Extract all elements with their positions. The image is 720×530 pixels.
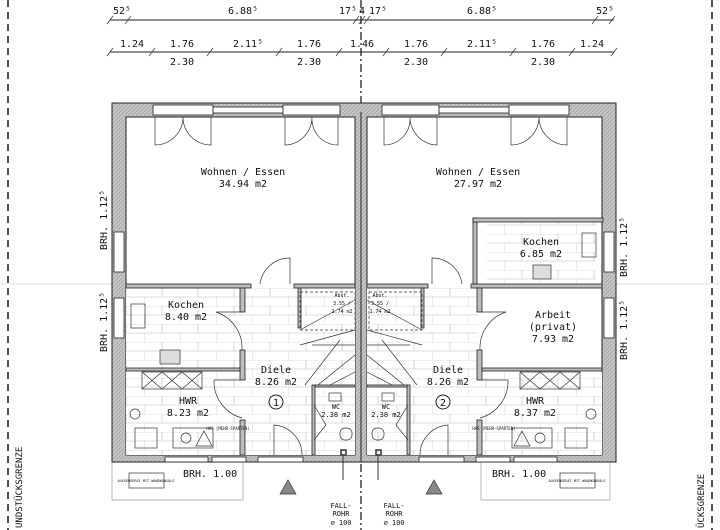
room-name: WC <box>332 403 340 411</box>
room-area: 34.94 m2 <box>219 179 267 190</box>
downpipe-label: ROHR <box>386 510 404 518</box>
dim-label: 1.24 <box>120 39 144 50</box>
unit-number-circle <box>268 394 284 410</box>
window-sill-height: BRH. 1.12⁵ <box>99 292 110 352</box>
downpipe-label: FALL- <box>330 502 351 510</box>
room-name: Wohnen / Essen <box>436 167 520 178</box>
dim-label: 1.76 <box>531 39 555 50</box>
dim-label: 1.24 <box>580 39 604 50</box>
room-area: 2.38 m2 <box>371 411 401 419</box>
room-sub: (privat) <box>529 322 577 333</box>
room-area: 7.93 m2 <box>532 334 574 345</box>
dim-label: 2.30 <box>404 57 428 68</box>
room-name: Kochen <box>168 300 204 311</box>
dim-label: 2.30 <box>170 57 194 68</box>
room-area: 1.74 m2 <box>369 309 390 315</box>
window-sill-height: BRH. 1.12⁵ <box>99 190 110 250</box>
room-area: 8.23 m2 <box>167 408 209 419</box>
dim-label: 4 <box>359 6 365 17</box>
room-name: Abst. <box>372 293 387 299</box>
outdoor-unit-label: AUSSENGERÄT MIT WANDKONSOLE <box>549 478 606 483</box>
room-area: 3.55 / <box>333 301 351 307</box>
dimension-row-2: 1.24 1.76 2.11⁵ 1.76 1.46 1.76 2.11⁵ 1.7… <box>106 39 618 68</box>
dimension-row-1: 52⁵ 6.88⁵ 17⁵ 4 17⁵ 6.88⁵ 52⁵ <box>106 6 616 25</box>
downpipe-label: ⌀ 100 <box>330 519 351 527</box>
dim-label: 52⁵ <box>596 6 614 17</box>
dim-label: 2.30 <box>531 57 555 68</box>
dim-label: 17⁵ <box>369 6 387 17</box>
room-name: Diele <box>261 365 291 376</box>
window-sill-height: BRH. 1.12⁵ <box>619 217 630 277</box>
dim-label: 52⁵ <box>113 6 131 17</box>
window-sill-height: BRH. 1.00 <box>492 469 546 480</box>
room-area: 1.74 m2 <box>331 309 352 315</box>
downpipe-label: ⌀ 100 <box>383 519 404 527</box>
dim-label: 1.76 <box>170 39 194 50</box>
dim-label: 2.30 <box>297 57 321 68</box>
room-area: 2.38 m2 <box>321 411 351 419</box>
fixtures <box>111 232 611 501</box>
dim-label: 2.11⁵ <box>467 39 497 50</box>
room-name: Kochen <box>523 237 559 248</box>
unit-2: Wohnen / Essen 27.97 m2 Kochen 6.85 m2 A… <box>369 167 630 527</box>
room-area: 8.26 m2 <box>255 377 297 388</box>
boundary-label-right: ÜCKSGRENZE <box>696 474 707 528</box>
stairs <box>299 291 423 386</box>
dim-label: 17⁵ <box>339 6 357 17</box>
room-name: HWR <box>179 396 198 407</box>
downpipe-label: FALL- <box>383 502 404 510</box>
boundary-label-left: UNDSTÜCKSGRENZE <box>14 447 25 528</box>
window-sill-height: BRH. 1.12⁵ <box>619 300 630 360</box>
window-sill-height: BRH. 1.00 <box>183 469 237 480</box>
unit-1: Wohnen / Essen 34.94 m2 Kochen 8.40 m2 A… <box>99 167 353 527</box>
unit-number: 1 <box>273 398 279 409</box>
room-area: 27.97 m2 <box>454 179 502 190</box>
room-name: Wohnen / Essen <box>201 167 285 178</box>
dim-label: 2.11⁵ <box>233 39 263 50</box>
room-name: HWR <box>526 396 545 407</box>
room-name: Arbeit <box>535 310 571 321</box>
downpipe-label: ROHR <box>333 510 351 518</box>
room-area: 8.26 m2 <box>427 377 469 388</box>
dim-label: 6.88⁵ <box>467 6 497 17</box>
room-area: 8.37 m2 <box>514 408 556 419</box>
room-area: 6.85 m2 <box>520 249 562 260</box>
outdoor-unit-label: AUSSENGERÄT MIT WANDKONSOLE <box>118 478 175 483</box>
utility-connection-label: HAS (MEHR-SPARTEN) <box>206 426 249 431</box>
unit-number: 2 <box>440 398 446 409</box>
dim-label: 1.76 <box>404 39 428 50</box>
unit-number-circle <box>435 394 451 410</box>
room-name: WC <box>382 403 390 411</box>
room-area: 8.40 m2 <box>165 312 207 323</box>
utility-connection-label: HAS (MEHR-SPARTEN) <box>472 426 515 431</box>
dim-label: 1.76 <box>297 39 321 50</box>
dim-label: 6.88⁵ <box>228 6 258 17</box>
room-name: Abst. <box>334 293 349 299</box>
walls <box>111 102 617 463</box>
dim-label: 1.46 <box>350 39 374 50</box>
room-area: 3.55 / <box>371 301 389 307</box>
doors <box>154 116 568 456</box>
room-name: Diele <box>433 365 463 376</box>
